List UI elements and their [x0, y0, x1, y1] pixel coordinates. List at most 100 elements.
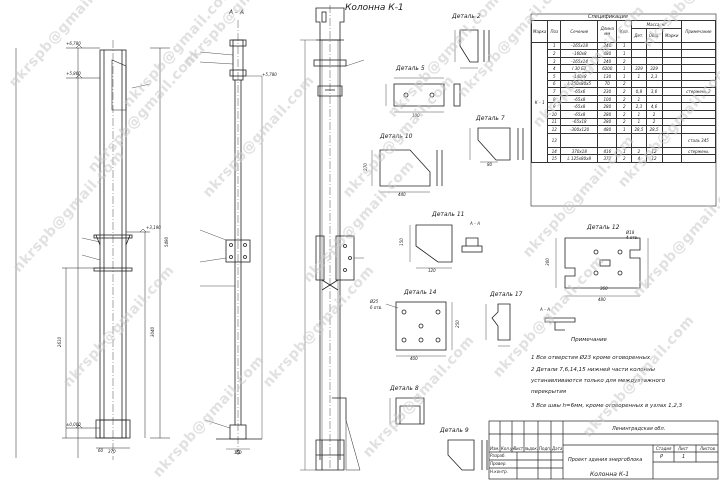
detail-14-drawing: [385, 301, 453, 357]
dimension-label: 300: [544, 258, 550, 266]
spec-note: стержень 2: [680, 87, 717, 96]
elevation-mark: +3,190: [146, 225, 161, 230]
stamp-role: Провер.: [490, 461, 507, 466]
dimension-label: 5490: [164, 236, 170, 248]
elevation-mark: +5,860: [66, 71, 81, 76]
spec-header: Примечание: [680, 20, 717, 43]
detail-2-drawing: [454, 29, 490, 69]
detail-8-drawing: [389, 397, 425, 425]
note-item: устанавливаются только для междуэтажного: [531, 378, 666, 384]
note-item: 1 Все отверстия Ø23 кроме оговоренных: [531, 355, 651, 361]
dimension-label: 3040: [150, 326, 156, 338]
dimension-label: 480: [598, 297, 606, 302]
stamp-drawing-name: Колонна К-1: [590, 471, 630, 478]
spec-header: Длина мм: [597, 20, 618, 43]
spec-header: Поз: [547, 20, 562, 43]
stamp-col: Изм.: [490, 446, 500, 451]
stamp-col: Дата: [552, 446, 563, 451]
spec-header: Марка: [530, 20, 549, 43]
detail-mark: 4 отв.: [626, 235, 639, 240]
stamp-stage-header: Стадия: [656, 446, 672, 451]
detail-2-label: Деталь 2: [452, 13, 481, 20]
spec-note: сталь 345: [680, 132, 717, 148]
section-a-a: [199, 20, 263, 455]
detail-5-drawing: [385, 77, 461, 113]
detail-mark: Ø18: [626, 230, 635, 235]
stamp-stage: Р: [660, 454, 664, 460]
dimension-label: 370: [108, 449, 116, 454]
column-k1-view: [300, 5, 365, 471]
stamp-role: Н.контр.: [490, 469, 508, 474]
dimension-label: 60: [98, 448, 104, 453]
stamp-col: Кол.уч.: [501, 446, 517, 451]
spec-header: Марки: [661, 27, 682, 43]
title-block: [488, 420, 719, 480]
spec-header: Кол.: [616, 20, 633, 43]
detail-mark: А – А: [470, 221, 481, 226]
stamp-org: Ленинградская обл.: [612, 426, 666, 432]
spec-mark: К – 1: [530, 41, 549, 163]
detail-mark: Ø25: [370, 299, 379, 304]
detail-7-drawing: [469, 127, 524, 163]
dimension-label: 2610: [57, 336, 63, 348]
detail-mark: 6 отв.: [370, 305, 383, 310]
detail-5-label: Деталь 5: [396, 65, 425, 72]
drawing-title: Колонна К-1: [345, 3, 404, 13]
spec-header: Общ.: [645, 27, 663, 43]
notes-heading: Примечание: [571, 337, 607, 343]
detail-7-label: Деталь 7: [476, 115, 505, 122]
elevation-mark: ±0,000: [66, 422, 81, 427]
detail-14-label: Деталь 14: [404, 289, 437, 296]
dimension-label: 80: [487, 162, 493, 167]
dimension-label: 400: [410, 356, 418, 361]
detail-9-drawing: [447, 439, 488, 471]
elevation-mark: +6,780: [66, 41, 81, 46]
dimension-label: 150: [398, 238, 404, 246]
detail-12-label: Деталь 12: [587, 224, 620, 231]
detail-9-label: Деталь 9: [440, 427, 469, 434]
elevation-mark: +5,780: [262, 72, 277, 77]
dimension-label: 150: [234, 450, 242, 455]
spec-title: Спецификация: [588, 14, 628, 20]
detail-8-label: Деталь 8: [390, 385, 419, 392]
spec-header: Дет.: [631, 27, 647, 43]
note-item: 2 Детали 7,6,14,15 нижней части колонны: [531, 367, 656, 373]
dimension-label: 360: [600, 286, 608, 291]
dimension-label: 120: [428, 268, 436, 273]
detail-12-drawing: [555, 237, 649, 297]
dimension-label: 270: [362, 163, 368, 171]
detail-11-drawing: [409, 224, 483, 269]
spec-note: стержень: [680, 146, 717, 156]
stamp-col: №док.: [525, 446, 539, 451]
dimension-label: 440: [398, 192, 406, 197]
note-item: 3 Все швы h=6мм, кроме оговоренных в узл…: [531, 403, 683, 409]
section-a-a-label: А – А: [229, 9, 245, 16]
note-item: перекрытия: [531, 389, 567, 395]
stamp-role: Разраб.: [490, 453, 506, 458]
spec-table: Марка Поз Сечение Длина мм Кол. Масса, к…: [530, 20, 717, 163]
stamp-col: Лист: [513, 446, 524, 451]
detail-mark: А – А: [540, 307, 551, 312]
spec-header: Масса, кг: [631, 20, 682, 29]
stamp-sheets-header: Листов: [700, 446, 715, 451]
stamp-col: Подп.: [539, 446, 552, 451]
dimension-label: 250: [454, 320, 460, 328]
dimension-label: 100: [412, 113, 420, 118]
detail-10-drawing: [371, 149, 443, 193]
detail-17-label: Деталь 17: [490, 291, 523, 298]
column-elevation: [93, 40, 133, 460]
